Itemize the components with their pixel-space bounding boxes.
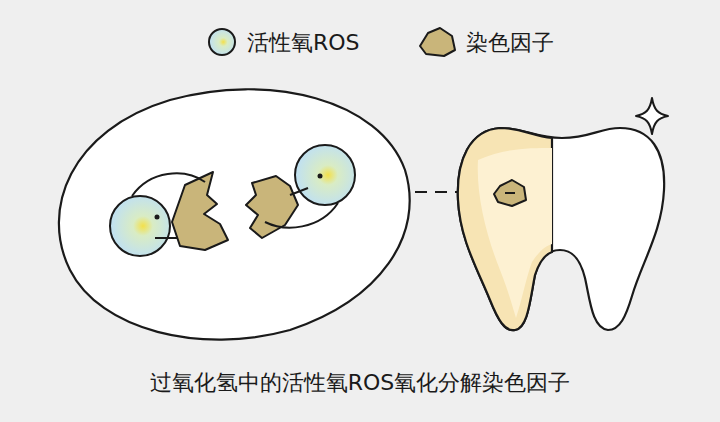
pulp: [478, 148, 552, 318]
sparkle: [636, 98, 668, 134]
ros-left: [110, 196, 170, 256]
stain-fragment-right: [246, 176, 298, 238]
tooth-cross-section: [458, 128, 552, 330]
ros-right: [295, 145, 355, 205]
magnified-area: [59, 89, 410, 339]
stain-sample: [420, 28, 455, 56]
caption: 过氧化氢中的活性氧ROS氧化分解染色因子: [150, 370, 571, 396]
stain-fragment-left: [172, 172, 228, 250]
tooth: [458, 128, 664, 330]
ros-sample: [209, 29, 235, 55]
legend-label: 活性氧ROS: [247, 30, 360, 56]
stain: [494, 180, 526, 206]
legend-label: 染色因子: [466, 30, 554, 56]
